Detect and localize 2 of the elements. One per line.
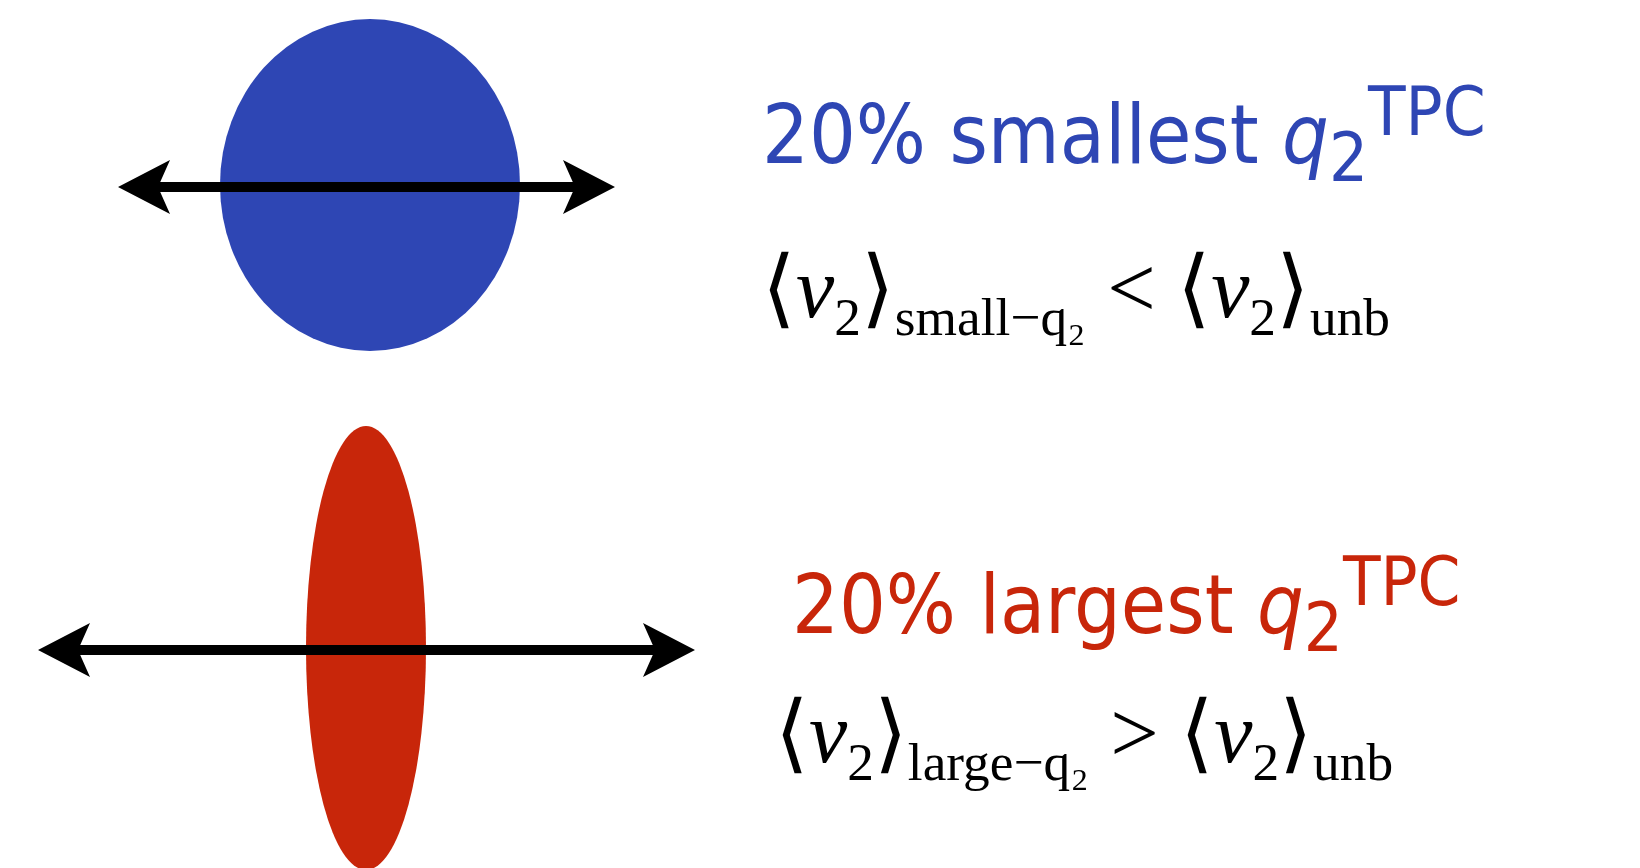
inequality-formula: ⟨v$_{2}$⟩$_{small−q₂}$ < ⟨v$_{2}$⟩$_{unb}$ <box>762 245 1390 345</box>
inequality-formula: ⟨v$_{2}$⟩$_{large−q₂}$ > ⟨v$_{2}$⟩$_{unb}$ <box>775 690 1394 790</box>
